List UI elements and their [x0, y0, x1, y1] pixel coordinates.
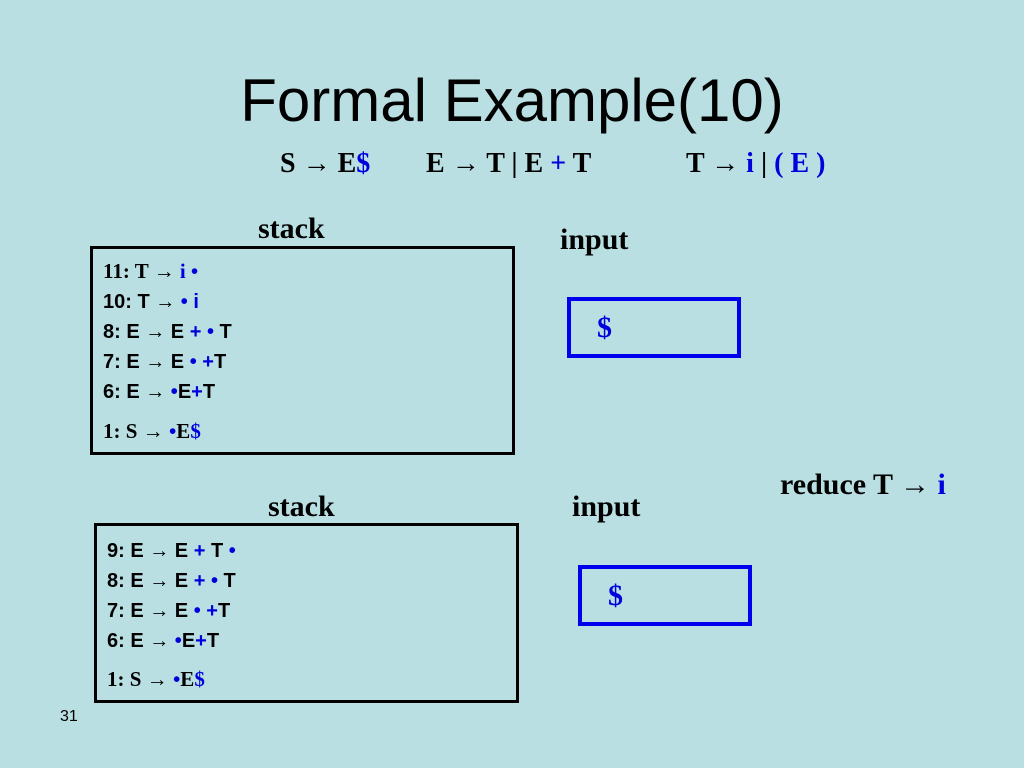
stack-row: 10: T → • i — [103, 291, 199, 313]
top-stack-label: stack — [258, 212, 325, 245]
page-number: 31 — [60, 708, 78, 725]
top-input-label: input — [560, 223, 629, 256]
bottom-input-box: $ — [578, 565, 752, 626]
grammar-rule-e: E → T | E + T — [426, 148, 592, 179]
stack-row: 9: E → E + T • — [107, 540, 236, 562]
bottom-input-label: input — [572, 490, 641, 523]
grammar-rule-s: S → E$ — [280, 148, 371, 179]
stack-row: 6: E → •E+T — [107, 630, 220, 652]
stack-row: 6: E → •E+T — [103, 381, 216, 403]
bottom-stack-box: 9: E → E + T • 8: E → E + • T 7: E → E •… — [94, 523, 519, 703]
stack-row: 11: T → i • — [103, 259, 199, 283]
stack-row: 8: E → E + • T — [107, 570, 236, 592]
top-input-value: $ — [597, 311, 612, 344]
stack-row: 7: E → E • +T — [107, 600, 231, 622]
stack-row: 1: S → •E$ — [107, 667, 205, 691]
grammar-rules: S → E$ E → T | E + T T → i | ( E ) — [0, 146, 1024, 182]
bottom-input-value: $ — [608, 579, 623, 612]
stack-row: 7: E → E • +T — [103, 351, 227, 373]
grammar-rule-t: T → i | ( E ) — [686, 148, 826, 179]
bottom-stack-label: stack — [268, 490, 335, 523]
stack-row: 1: S → •E$ — [103, 419, 201, 443]
top-stack-box: 11: T → i • 10: T → • i 8: E → E + • T 7… — [90, 246, 515, 455]
top-input-box: $ — [567, 297, 741, 358]
reduce-action: reduce T → i — [780, 468, 946, 501]
stack-row: 8: E → E + • T — [103, 321, 232, 343]
slide-title: Formal Example(10) — [240, 67, 784, 134]
